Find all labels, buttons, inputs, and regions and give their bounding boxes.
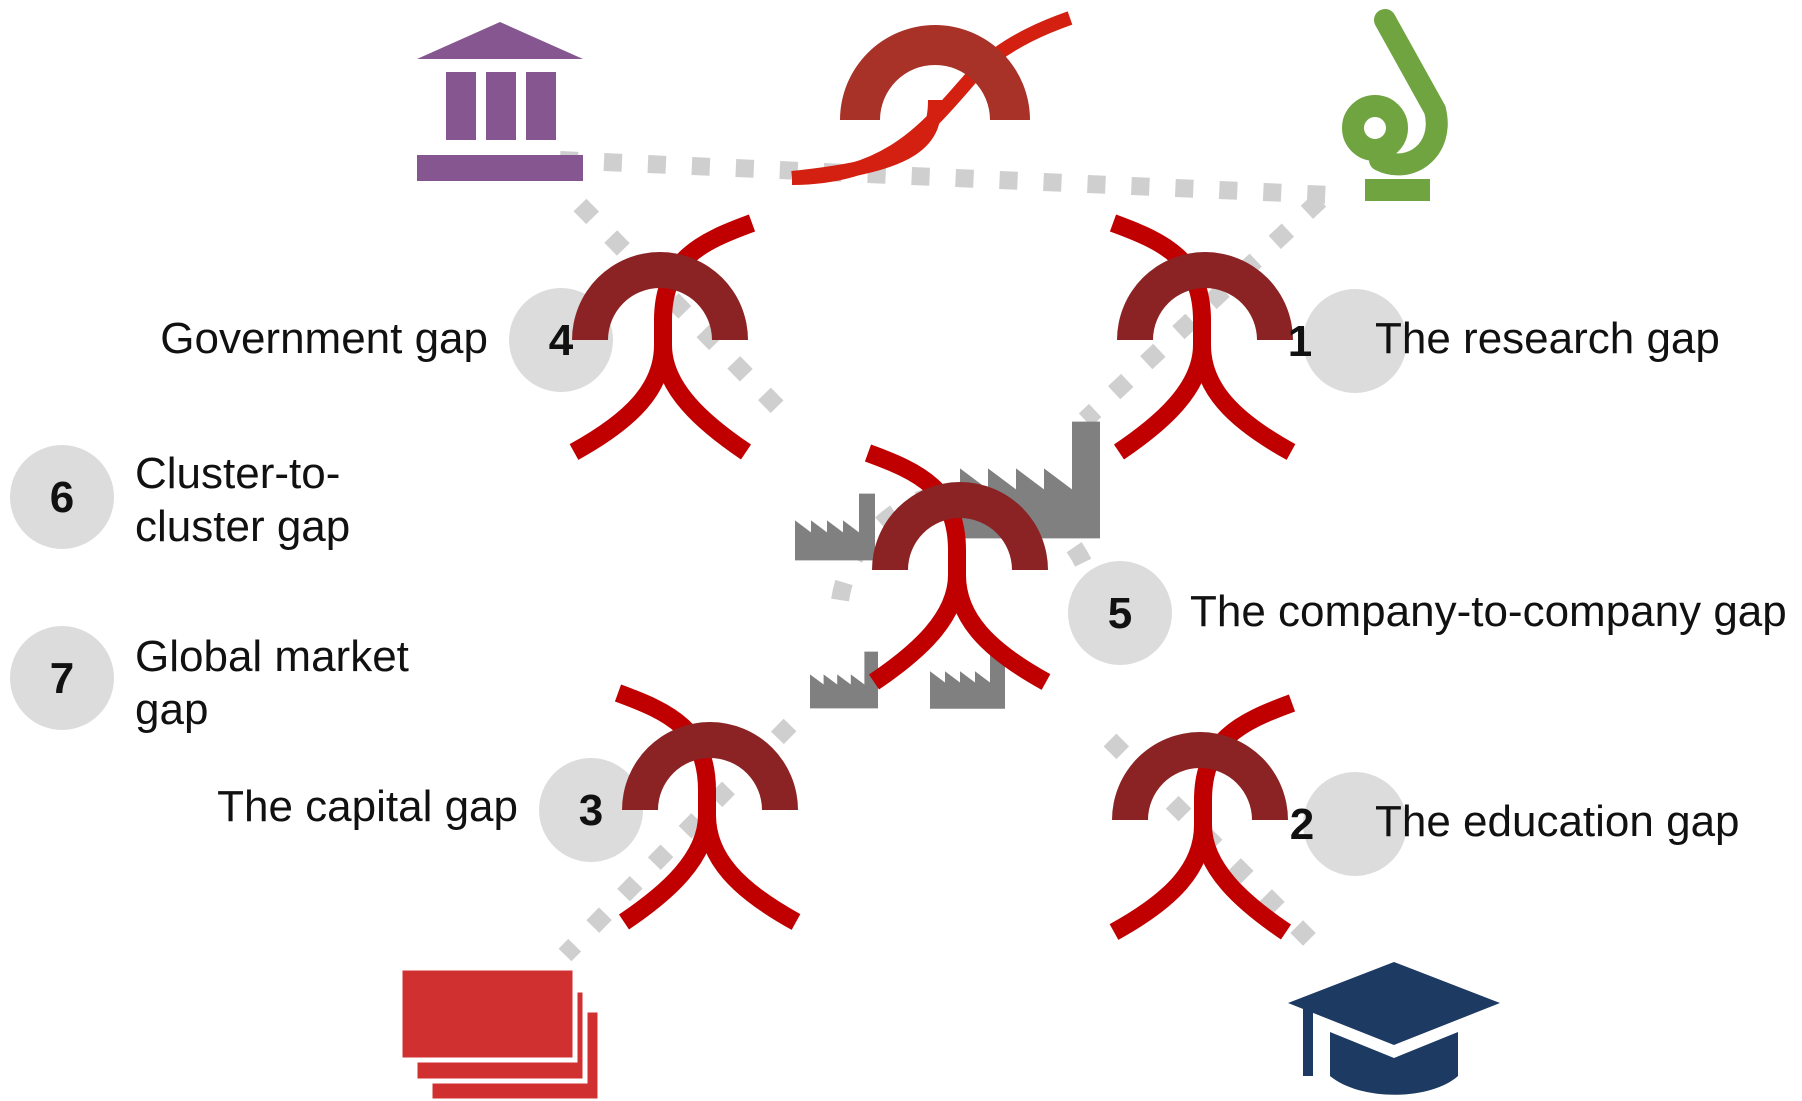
- gap-number-company: 5: [1108, 589, 1132, 638]
- gap-label-global-line1: Global market: [135, 632, 409, 681]
- badge-company: [1068, 561, 1172, 665]
- gap-number-government: 4: [549, 316, 574, 365]
- gap-label-cluster-line2: cluster gap: [135, 502, 350, 551]
- gap-label-global-line2: gap: [135, 685, 208, 734]
- gap-label-education: The education gap: [1375, 797, 1740, 846]
- money-stack-icon: [397, 965, 603, 1101]
- gap-label-cluster-line1: Cluster-to-: [135, 449, 340, 498]
- factory-icon: [810, 651, 878, 709]
- badge-research: [1303, 289, 1407, 393]
- gap-label-research: The research gap: [1375, 314, 1720, 363]
- gap-number-education: 2: [1290, 800, 1314, 849]
- gap-labels: The research gap The education gap The c…: [135, 314, 1787, 846]
- bridge-government-icon: [572, 223, 752, 452]
- badge-education: [1303, 772, 1407, 876]
- badge-global: [10, 626, 114, 730]
- bridge-research-icon: [1113, 223, 1293, 452]
- factory-icons: [795, 421, 1100, 709]
- gap-label-government: Government gap: [160, 314, 488, 363]
- badge-cluster: [10, 445, 114, 549]
- bridge-capital-icon: [618, 693, 798, 922]
- gap-label-company: The company-to-company gap: [1190, 587, 1787, 636]
- connector-government-research: [559, 151, 1331, 204]
- gap-number-global: 7: [50, 654, 74, 703]
- gap-number-capital: 3: [579, 786, 603, 835]
- top-rope-bridge-icon: [791, 11, 1073, 185]
- gap-number-research: 1: [1288, 317, 1312, 366]
- government-building-icon: [417, 22, 583, 181]
- factory-icon: [795, 493, 875, 561]
- microscope-icon: [1342, 9, 1448, 201]
- connector-research-center: [1078, 193, 1327, 427]
- gap-number-cluster: 6: [50, 473, 74, 522]
- gap-numbers: 1 2 3 4 5 6 7: [50, 316, 1314, 849]
- graduation-cap-icon: [1288, 962, 1500, 1095]
- badge-capital: [539, 758, 643, 862]
- gap-label-capital: The capital gap: [217, 782, 518, 831]
- gap-badges: [10, 288, 1407, 876]
- connector-government-center: [573, 198, 797, 427]
